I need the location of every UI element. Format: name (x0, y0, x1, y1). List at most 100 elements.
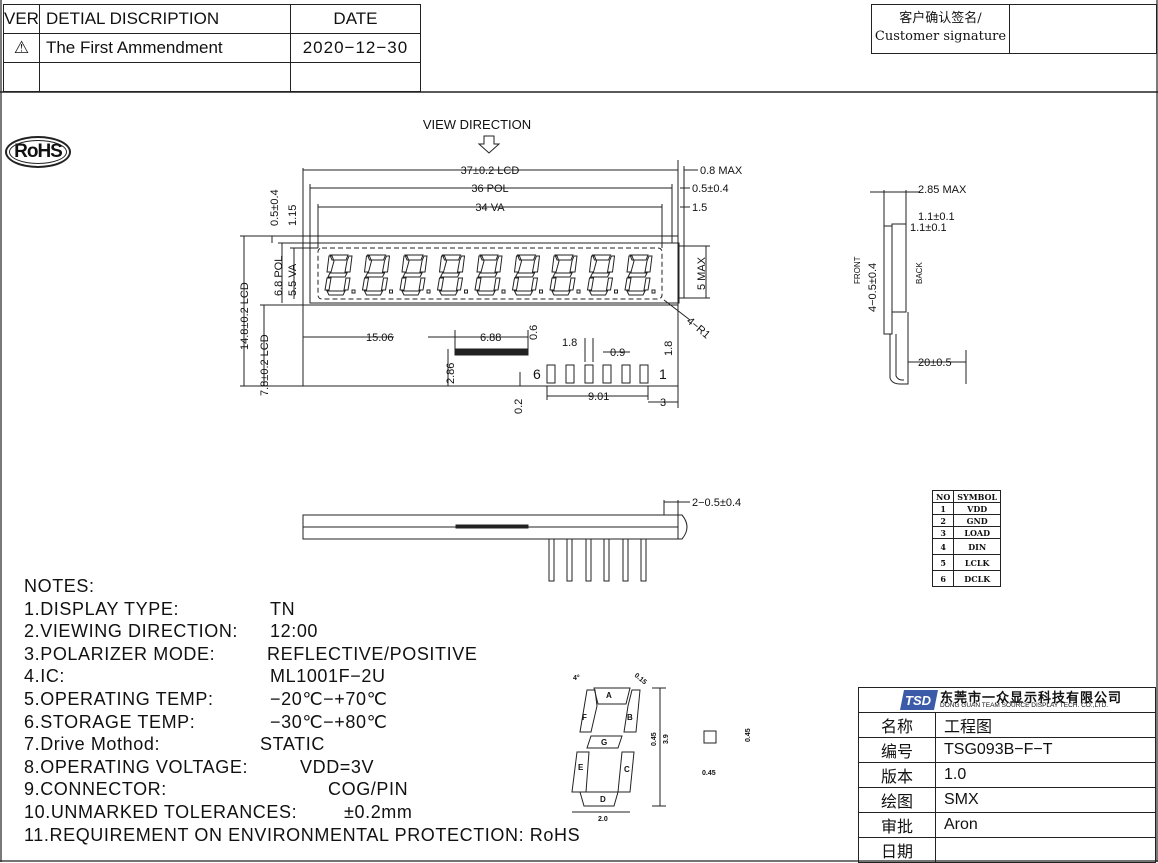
title-block-label: 名称 (858, 712, 936, 738)
digit-segment (629, 254, 649, 261)
note-label: 5.OPERATING TEMP: (24, 688, 214, 709)
title-block-label: 审批 (858, 812, 936, 838)
title-block-row: 日期 (858, 837, 1156, 863)
rev-header-date: DATE (289, 4, 421, 34)
note-value: −20℃−+70℃ (270, 688, 388, 709)
digit-segment (513, 290, 534, 296)
pin-number: 4 (931, 538, 955, 555)
dim-va-height: 5.5 VA (287, 263, 299, 296)
digit-segment (327, 272, 348, 278)
digit-segment (643, 277, 651, 291)
va-outline (317, 247, 663, 300)
digit-segment (329, 254, 349, 261)
notes-title: NOTES: (24, 576, 95, 596)
digit-segment (324, 277, 332, 291)
side-dim-11b: 1.1±0.1 (910, 222, 947, 234)
digit-segment (363, 255, 373, 273)
digit-segment (476, 255, 485, 273)
note-label: 8.OPERATING VOLTAGE: (24, 756, 249, 777)
note-label: 3.POLARIZER MODE: (24, 643, 216, 664)
rev-header-description: DETIAL DISCRIPTION (38, 4, 291, 34)
note-value: COG/PIN (328, 779, 409, 800)
digit-segment (363, 290, 384, 296)
digit-segment (494, 255, 503, 273)
title-block-value (935, 837, 1156, 863)
title-block-value: SMX (935, 787, 1156, 813)
digit-segment (477, 272, 498, 278)
digit-segment (326, 290, 346, 296)
digit-segment (438, 255, 448, 273)
digit-segment (381, 255, 391, 273)
bottom-view-edge (678, 514, 688, 540)
digit-segment (554, 254, 574, 261)
seg-dim-height: 3.9 (663, 734, 670, 744)
digit-segment (401, 290, 421, 296)
decimal-point (576, 289, 581, 294)
rev-date: 2020−12−30 (289, 33, 421, 63)
digit-segment (627, 272, 648, 278)
digit-segment (419, 255, 428, 273)
digit-segment (436, 277, 445, 291)
title-block-row: 名称工程图 (858, 712, 1156, 738)
digit-segment (511, 277, 520, 291)
decimal-point (614, 289, 618, 294)
pin-table-header-symbol: SYMBOL (953, 490, 1002, 503)
title-block-label: 绘图 (858, 787, 936, 813)
connector-edge (677, 245, 685, 299)
note-value: TN (270, 598, 296, 619)
dim-va-offset: 1.5 (692, 202, 707, 214)
dim-02: 0.2 (513, 399, 525, 414)
digit-segment (588, 255, 598, 273)
note-label: 10.UNMARKED TOLERANCES: (24, 801, 298, 822)
seg-dim-mid: 0.45 (651, 732, 658, 746)
title-block-label: 编号 (858, 737, 936, 763)
note-item: 8.OPERATING VOLTAGE:VDD=3V (24, 756, 580, 779)
ic-chip (454, 348, 529, 356)
dim-688: 6.88 (480, 332, 501, 344)
title-block-label: 版本 (858, 762, 936, 788)
digit-segment (624, 277, 632, 291)
note-item: 5.OPERATING TEMP: −20℃−+70℃ (24, 688, 580, 711)
pin-number: 3 (931, 526, 955, 539)
digit-segment (326, 255, 335, 273)
note-value: ML1001F−2U (270, 666, 386, 687)
note-label: 7.Drive Mothod: (24, 734, 161, 755)
side-dim-20: 20±0.5 (918, 357, 952, 369)
digit-segment (361, 277, 370, 291)
pin-number: 5 (931, 554, 955, 571)
note-item: 6.STORAGE TEMP:−30℃−+80℃ (24, 711, 580, 734)
digit-segment (364, 272, 386, 278)
decimal-point (539, 289, 543, 294)
note-item: 7.Drive Mothod:STATIC (24, 733, 580, 756)
digit-segment (568, 277, 576, 291)
note-value: −30℃−+80℃ (270, 711, 388, 732)
customer-signature-box: 客户确认签名/ Customer signature (871, 4, 1157, 54)
digit-segment (456, 255, 466, 273)
note-item: 2.VIEWING DIRECTION:12:00 (24, 620, 580, 643)
dim-18a: 1.8 (562, 337, 577, 349)
pin-symbol: DIN (953, 538, 1002, 555)
digit-segment (530, 277, 539, 291)
dim-901: 9.01 (588, 391, 609, 403)
dim-3: 3 (660, 397, 666, 409)
digit-segment (606, 255, 616, 273)
segment-f-label: F (582, 713, 587, 722)
segment-g-label: G (601, 738, 607, 747)
pin-symbol: VDD (953, 502, 1002, 515)
note-item: 10.UNMARKED TOLERANCES:±0.2mm (24, 801, 580, 824)
decimal-point (389, 289, 393, 294)
side-back-label: BACK (915, 262, 924, 284)
digit-segment (438, 290, 459, 296)
segment-c-label: C (624, 765, 630, 774)
digit-segment (591, 254, 612, 261)
digit-segment (513, 255, 523, 273)
digit-segment (441, 254, 462, 261)
decimal-point (426, 289, 431, 294)
dim-pol-width: 36 POL (471, 183, 508, 195)
dim-lcd-width: 37±0.2 LCD (461, 165, 520, 177)
dim-left-115: 1.15 (287, 205, 299, 226)
digit-segment (439, 272, 461, 278)
note-label: 2.VIEWING DIRECTION: (24, 621, 239, 642)
dim-1506: 15.06 (366, 332, 394, 344)
